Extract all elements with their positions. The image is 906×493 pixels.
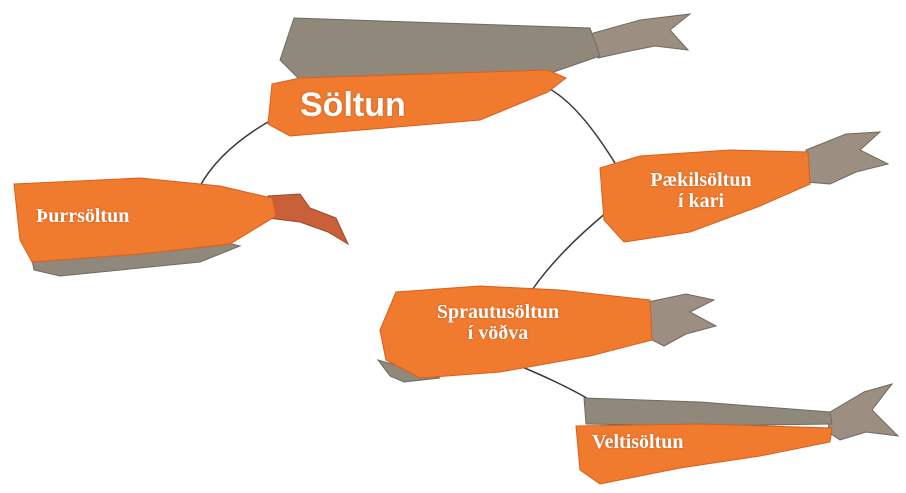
node-label-paekil: Pækilsöltun í kari bbox=[616, 170, 786, 212]
node-label-line: Þurrsöltun bbox=[36, 206, 129, 227]
edge-paekil-to-spraut bbox=[532, 208, 612, 290]
fish-thurrsoltun bbox=[14, 178, 348, 276]
fish-skin bbox=[584, 398, 832, 426]
fish-tail-fin bbox=[590, 14, 690, 58]
fish-skin bbox=[280, 18, 600, 80]
node-label-velti: Veltisöltun bbox=[592, 432, 684, 453]
node-label-thurr: Þurrsöltun bbox=[36, 206, 129, 227]
node-label-line: Pækilsöltun bbox=[616, 170, 786, 191]
root-label-text: Söltun bbox=[300, 88, 406, 124]
node-label-line: Sprautusöltun bbox=[398, 302, 598, 323]
fish-tail-fin bbox=[268, 194, 348, 244]
fish-tail-fin bbox=[648, 294, 716, 346]
edge-spraut-to-velti bbox=[520, 366, 590, 400]
root-label: Söltun bbox=[300, 88, 406, 124]
node-label-line: Veltisöltun bbox=[592, 432, 684, 453]
fish-tail-fin bbox=[828, 384, 898, 440]
edge-root-to-paekil bbox=[548, 88, 618, 168]
node-label-line: í kari bbox=[616, 191, 786, 212]
node-label-spraut: Sprautusöltun í vöðva bbox=[398, 302, 598, 344]
node-label-line: í vöðva bbox=[398, 323, 598, 344]
fish-tail-fin bbox=[806, 132, 888, 184]
edge-root-to-thurr bbox=[200, 122, 268, 186]
